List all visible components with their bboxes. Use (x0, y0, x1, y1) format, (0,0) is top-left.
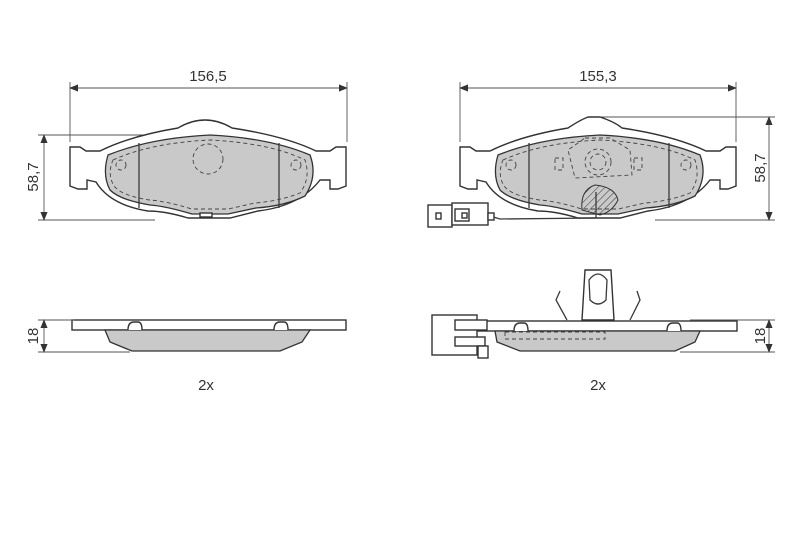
height-dimension-label: 58,7 (752, 153, 769, 182)
quantity-label: 2x (198, 377, 214, 394)
sensor-connector (427, 202, 495, 228)
wear-outline (499, 139, 698, 210)
friction-material (494, 134, 704, 215)
left-pad-side-view: 18 2x (25, 319, 347, 394)
rivet (666, 322, 682, 332)
hole (680, 159, 692, 171)
hole (290, 159, 302, 171)
rivet (273, 321, 289, 331)
friction-material (104, 134, 314, 215)
hole (505, 159, 517, 171)
rivet (513, 322, 529, 332)
rivet (127, 321, 143, 331)
left-pad-top-view: 156,5 58,7 (25, 68, 348, 221)
clip-outline (567, 137, 633, 179)
right-pad-top-view: 155,3 58,7 (427, 68, 775, 228)
clip-legs (554, 157, 643, 171)
piston-clip (581, 269, 615, 321)
hole (115, 159, 127, 171)
height-dimension-label: 58,7 (25, 162, 42, 191)
width-dimension-label: 155,3 (579, 68, 617, 85)
backplate (71, 319, 347, 331)
wear-outline (109, 139, 308, 210)
sensor-connector (431, 314, 489, 359)
clip-leg (629, 290, 641, 321)
piston-circle (192, 143, 224, 175)
clip-window (588, 273, 608, 305)
quantity-label: 2x (590, 377, 606, 394)
tab (199, 212, 213, 218)
wear-sensor (581, 184, 619, 216)
thickness-dimension-label: 18 (752, 328, 769, 345)
piston-circle (584, 148, 612, 176)
friction-material (104, 329, 312, 352)
clip-leg (555, 290, 568, 321)
thickness-dimension-label: 18 (25, 328, 42, 345)
piston-inner-circle (589, 153, 607, 171)
backplate (459, 320, 738, 332)
width-dimension-label: 156,5 (189, 68, 227, 85)
friction-material (494, 330, 702, 352)
sensor-channel (504, 331, 606, 340)
right-pad-side-view: 18 2x (431, 269, 775, 394)
